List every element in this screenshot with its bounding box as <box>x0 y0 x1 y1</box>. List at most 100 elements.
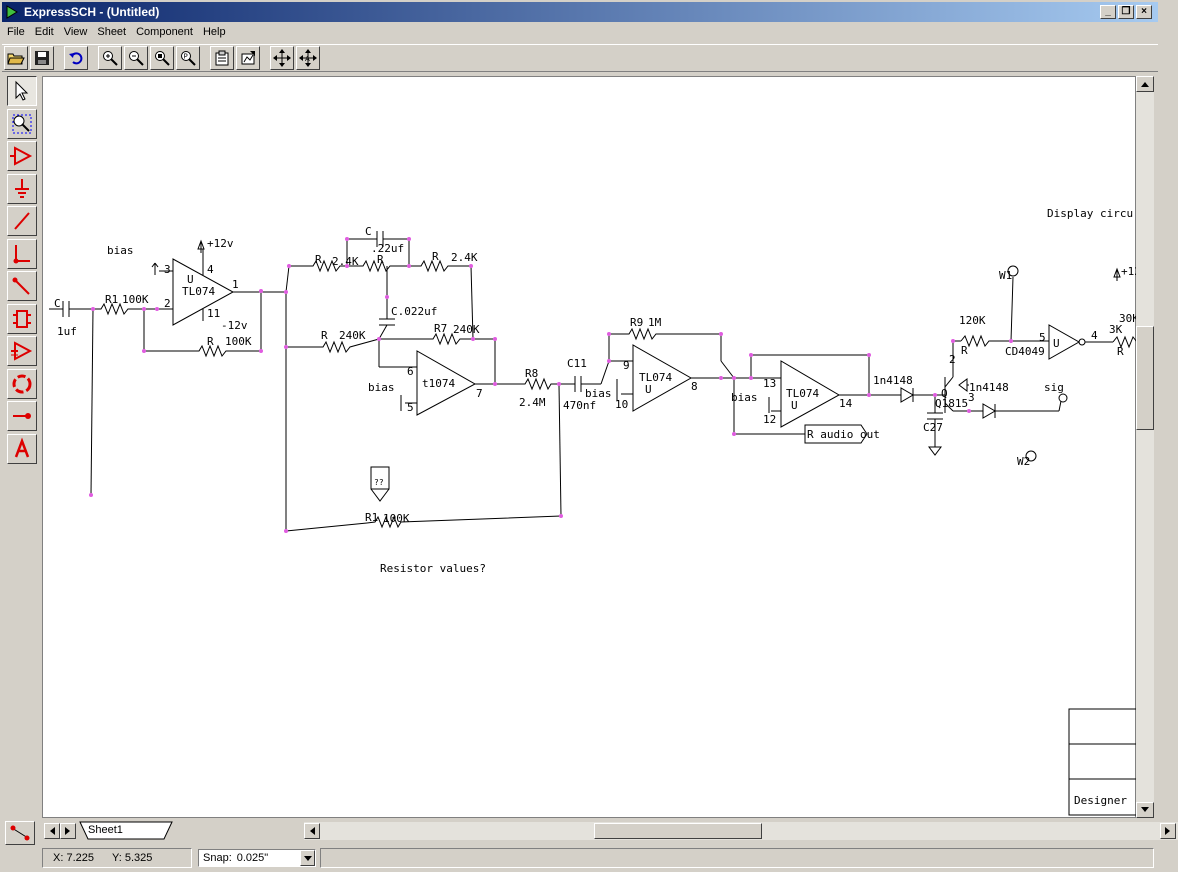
status-x: X: 7.225 <box>53 852 94 864</box>
menu-sheet[interactable]: Sheet <box>97 26 127 38</box>
scroll-up-button[interactable] <box>1136 76 1154 92</box>
snap-select[interactable]: Snap: 0.025" <box>198 849 316 867</box>
zoom-fit-button[interactable] <box>150 46 174 70</box>
u4-pin12: 12 <box>763 413 776 426</box>
close-button[interactable]: × <box>1136 5 1152 19</box>
label-c27: C27 <box>923 421 943 434</box>
component-properties-button[interactable] <box>236 46 260 70</box>
label-plus12-right: +12 <box>1121 265 1141 278</box>
label-diode-1: 1n4148 <box>873 374 913 387</box>
menu-edit[interactable]: Edit <box>34 26 54 38</box>
minimize-button[interactable]: _ <box>1100 5 1116 19</box>
connector-tool[interactable] <box>7 368 37 399</box>
label-r-120k: 120K <box>959 314 986 327</box>
label-w2: W2 <box>1017 455 1030 468</box>
scroll-left-button[interactable] <box>304 823 320 839</box>
pin-tool[interactable] <box>7 401 37 431</box>
label-c-022: C.022uf <box>391 305 437 318</box>
sheet-prev-button[interactable] <box>44 823 60 839</box>
snap-toggle-button[interactable] <box>5 821 35 845</box>
zoom-select-tool[interactable] <box>7 108 37 139</box>
ic-tool[interactable] <box>7 303 37 334</box>
arrow-up-icon <box>1141 82 1149 87</box>
menu-help[interactable]: Help <box>202 26 226 38</box>
scroll-right-button[interactable] <box>1160 823 1176 839</box>
pan-button[interactable] <box>270 46 294 70</box>
label-diode-2: 1n4148 <box>969 381 1009 394</box>
label-audio-out: R audio out <box>807 428 880 441</box>
scroll-down-button[interactable] <box>1136 802 1154 818</box>
coordinate-readout: X: 7.225 Y: 5.325 <box>42 848 192 868</box>
zoom-select-icon <box>12 114 32 133</box>
label-r1-value: 100K <box>122 293 149 306</box>
horizontal-scroll-thumb[interactable] <box>594 823 762 839</box>
label-r1: R1 <box>105 293 118 306</box>
select-tool[interactable] <box>7 76 37 106</box>
arrow-left-icon <box>50 827 55 835</box>
label-sig: sig <box>1044 381 1064 394</box>
bus-entry-tool[interactable] <box>7 271 37 301</box>
junction-tool-icon <box>13 244 30 263</box>
ground-tool[interactable] <box>7 173 37 204</box>
label-c-22: C <box>365 225 372 238</box>
schematic-drawing[interactable]: bias +12v -12v C 1uf R1 100K 3 2 4 1 11 … <box>43 77 1141 819</box>
label-minus12v: -12v <box>221 319 248 332</box>
cd4049-unit: U <box>1053 337 1060 350</box>
label-r-2p4k-b: R <box>432 250 439 263</box>
label-r9-value: 1M <box>648 316 662 329</box>
u3-pin9: 9 <box>623 359 630 372</box>
sheet-next-button[interactable] <box>60 823 76 839</box>
u1-pin2: 2 <box>164 297 171 310</box>
open-icon <box>7 53 25 65</box>
zoom-page-button[interactable]: P <box>176 46 200 70</box>
sheet-tab-sheet1[interactable]: Sheet1 <box>79 821 176 840</box>
toolbar: P A <box>2 44 1158 72</box>
pin-tool-icon <box>13 413 31 419</box>
status-y: Y: 5.325 <box>111 852 153 864</box>
horizontal-scrollbar[interactable] <box>304 822 1178 840</box>
wire-tool[interactable] <box>7 206 37 236</box>
port-tool[interactable] <box>7 336 37 366</box>
vertical-scroll-thumb[interactable] <box>1136 326 1154 430</box>
wire-tool-icon <box>14 212 30 230</box>
snap-dropdown-button[interactable] <box>300 850 315 866</box>
menu-component[interactable]: Component <box>136 26 193 38</box>
junction-tool[interactable] <box>7 238 37 269</box>
menu-file[interactable]: File <box>7 26 25 38</box>
svg-text:A: A <box>305 55 310 63</box>
label-r-30k: 30K <box>1119 312 1139 325</box>
save-button[interactable] <box>30 46 54 70</box>
label-r-feedback-value: 100K <box>225 335 252 348</box>
label-r7: R7 <box>434 322 447 335</box>
zoom-in-button[interactable] <box>98 46 122 70</box>
properties-button[interactable] <box>210 46 234 70</box>
u1-pin11: 11 <box>207 307 220 320</box>
restore-button[interactable]: ❐ <box>1118 5 1134 19</box>
label-r-feedback: R <box>207 335 214 348</box>
label-q-pin2: 2 <box>949 353 956 366</box>
u4-pin14: 14 <box>839 397 853 410</box>
schematic-canvas[interactable]: bias +12v -12v C 1uf R1 100K 3 2 4 1 11 … <box>42 76 1141 819</box>
u3-name: TL074 <box>639 371 672 384</box>
u4-pin13: 13 <box>763 377 776 390</box>
undo-button[interactable] <box>64 46 88 70</box>
label-pot: R <box>377 253 384 266</box>
tool-palette <box>5 76 39 470</box>
save-icon <box>35 51 49 65</box>
menu-view[interactable]: View <box>63 26 88 38</box>
u2-name: t1074 <box>422 377 455 390</box>
u4-name: TL074 <box>786 387 819 400</box>
move-button[interactable]: A <box>296 46 320 70</box>
zoom-page-icon: P <box>181 51 196 66</box>
move-icon: A <box>299 49 317 67</box>
arrow-down-icon <box>1141 807 1149 812</box>
open-button[interactable] <box>4 46 28 70</box>
u3-pin10: 10 <box>615 398 628 411</box>
label-r1b: R1 <box>365 511 378 524</box>
opamp-tool[interactable] <box>7 141 37 171</box>
label-q-pin3: 3 <box>968 391 975 404</box>
zoom-out-button[interactable] <box>124 46 148 70</box>
vertical-scrollbar[interactable] <box>1136 76 1154 818</box>
text-tool[interactable] <box>7 433 37 464</box>
